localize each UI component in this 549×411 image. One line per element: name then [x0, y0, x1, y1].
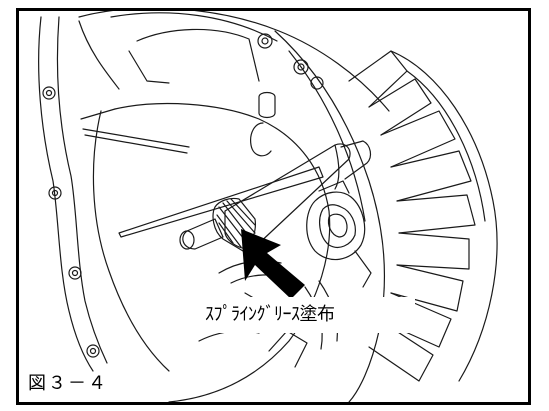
input-shaft [224, 143, 351, 250]
shaft-nose [182, 218, 224, 250]
housing-left-inner-edge [56, 16, 108, 364]
figure-caption: 図３－４ [28, 373, 108, 394]
housing-right-edge [274, 30, 386, 402]
housing-top-arc [78, 11, 390, 112]
guide-rod [118, 166, 324, 238]
housing-left-edge [38, 16, 94, 372]
spline-grease-label: ｽﾌﾟﾗｲﾝｸﾞﾘｰｽ塗布 [205, 297, 415, 333]
transmission-illustration [38, 11, 498, 402]
figure-frame: ｽﾌﾟﾗｲﾝｸﾞﾘｰｽ塗布 図３－４ [16, 8, 531, 405]
black-pointer-arrow [241, 229, 305, 299]
bell-housing-opening [114, 102, 331, 402]
